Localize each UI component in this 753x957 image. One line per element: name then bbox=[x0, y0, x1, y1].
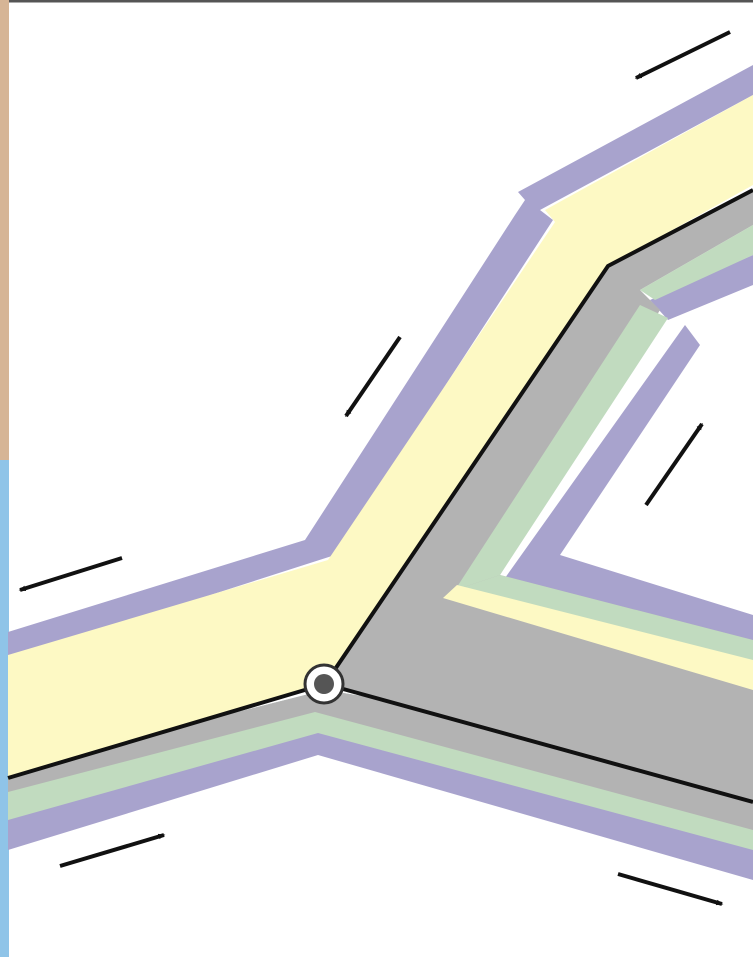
arrow-icon-top-right bbox=[636, 32, 730, 78]
left-strip-top bbox=[0, 0, 9, 460]
arrow-icon-mid-diagonal bbox=[346, 337, 400, 416]
junction-point-core bbox=[314, 674, 334, 694]
left-strip-bottom bbox=[0, 460, 9, 957]
arrow-icon-left bbox=[20, 558, 122, 590]
arrow-icon-bottom-left bbox=[60, 835, 164, 866]
arrow-icon-right-up bbox=[646, 424, 702, 505]
arrow-icon-bottom-right bbox=[618, 874, 722, 904]
